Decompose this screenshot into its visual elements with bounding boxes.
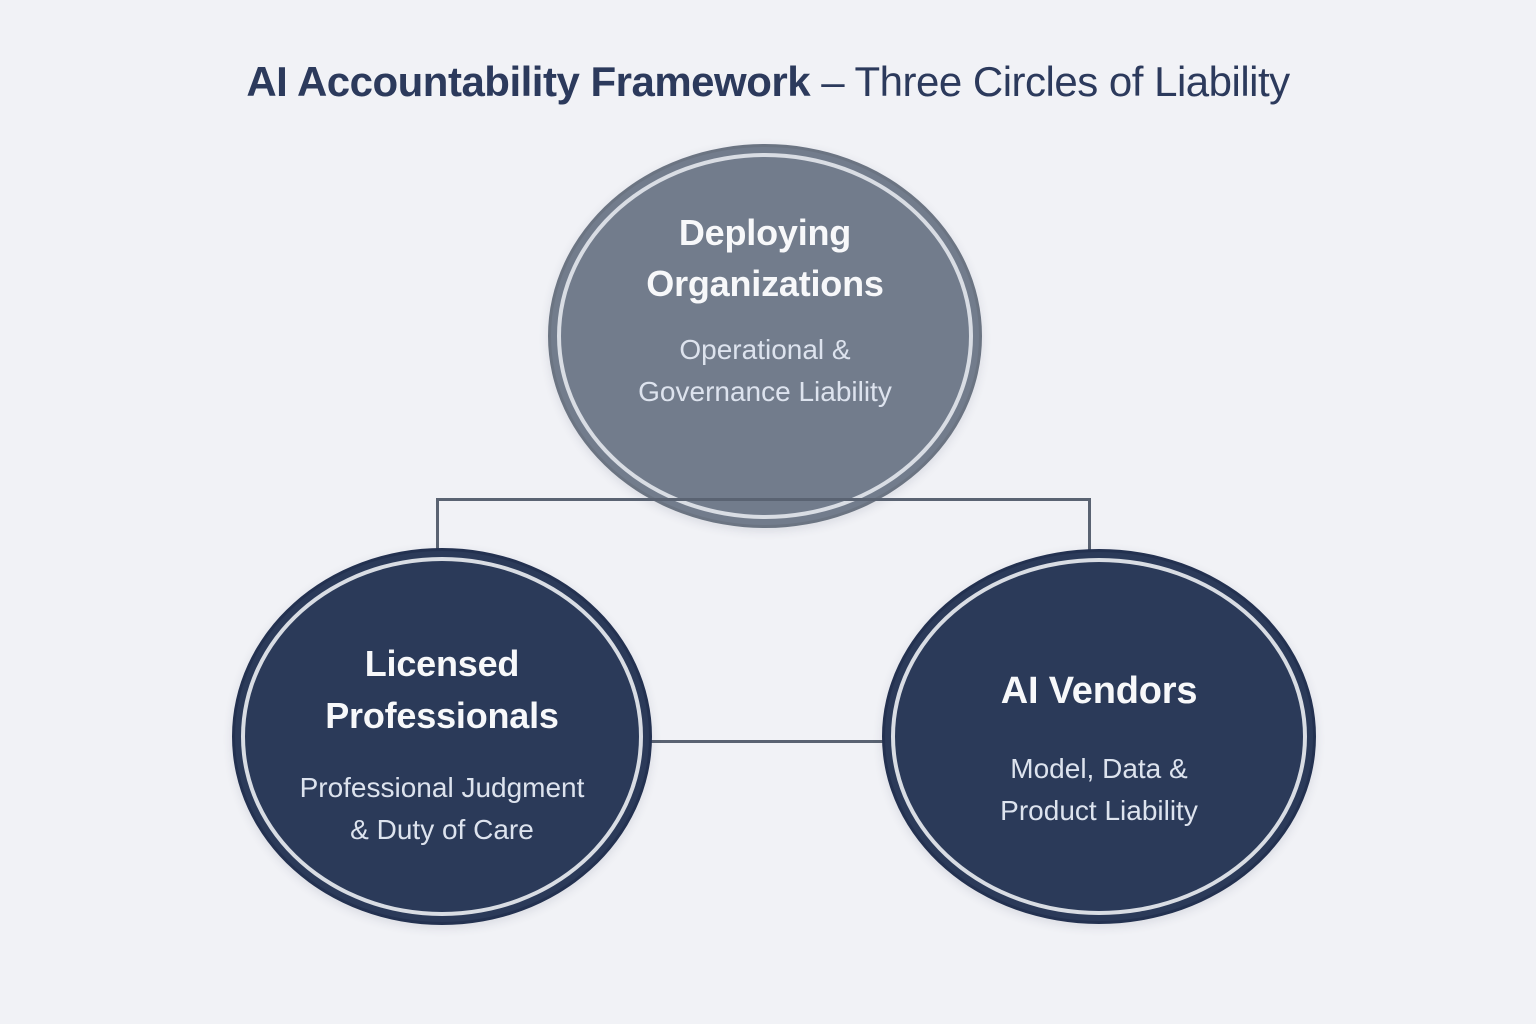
- circle-subtitle-line: & Duty of Care: [350, 813, 534, 845]
- circle-title: Deploying Organizations: [646, 207, 884, 309]
- circle-subtitle-line: Operational &: [679, 334, 851, 366]
- circle-deploying-organizations: Deploying Organizations Operational & Go…: [548, 144, 982, 528]
- circle-subtitle-line: Model, Data &: [1010, 753, 1188, 785]
- circle-content: Deploying Organizations Operational & Go…: [638, 207, 892, 413]
- connector-vertical-left: [436, 498, 439, 556]
- circle-subtitle-line: Product Liability: [1000, 795, 1198, 827]
- circle-subtitle-line: Governance Liability: [638, 376, 892, 408]
- circle-licensed-professionals: Licensed Professionals Professional Judg…: [232, 548, 652, 925]
- connector-horizontal-bottom: [650, 740, 884, 743]
- circle-title: Licensed Professionals: [325, 638, 559, 740]
- connector-horizontal-top: [436, 498, 1091, 501]
- circle-title: AI Vendors: [1001, 665, 1198, 719]
- circle-subtitle-line: Professional Judgment: [299, 771, 585, 803]
- circle-content: Licensed Professionals Professional Judg…: [300, 638, 585, 850]
- circle-title-line: Deploying: [678, 211, 852, 253]
- circle-title-line: AI Vendors: [1000, 669, 1198, 712]
- circle-title-line: Organizations: [646, 263, 884, 304]
- page-title-rest: – Three Circles of Liability: [821, 58, 1290, 105]
- circle-title-line: Licensed: [364, 643, 520, 685]
- circle-ai-vendors: AI Vendors Model, Data & Product Liabili…: [882, 549, 1316, 924]
- circle-title-line: Professionals: [325, 694, 559, 736]
- circle-subtitle: Operational & Governance Liability: [638, 329, 892, 413]
- circle-subtitle: Professional Judgment & Duty of Care: [300, 767, 585, 851]
- circle-content: AI Vendors Model, Data & Product Liabili…: [1000, 665, 1198, 833]
- circle-subtitle: Model, Data & Product Liability: [1000, 748, 1198, 832]
- connector-vertical-right: [1088, 498, 1091, 556]
- page-title: AI Accountability Framework – Three Circ…: [0, 57, 1536, 107]
- page-title-bold: AI Accountability Framework: [246, 58, 811, 105]
